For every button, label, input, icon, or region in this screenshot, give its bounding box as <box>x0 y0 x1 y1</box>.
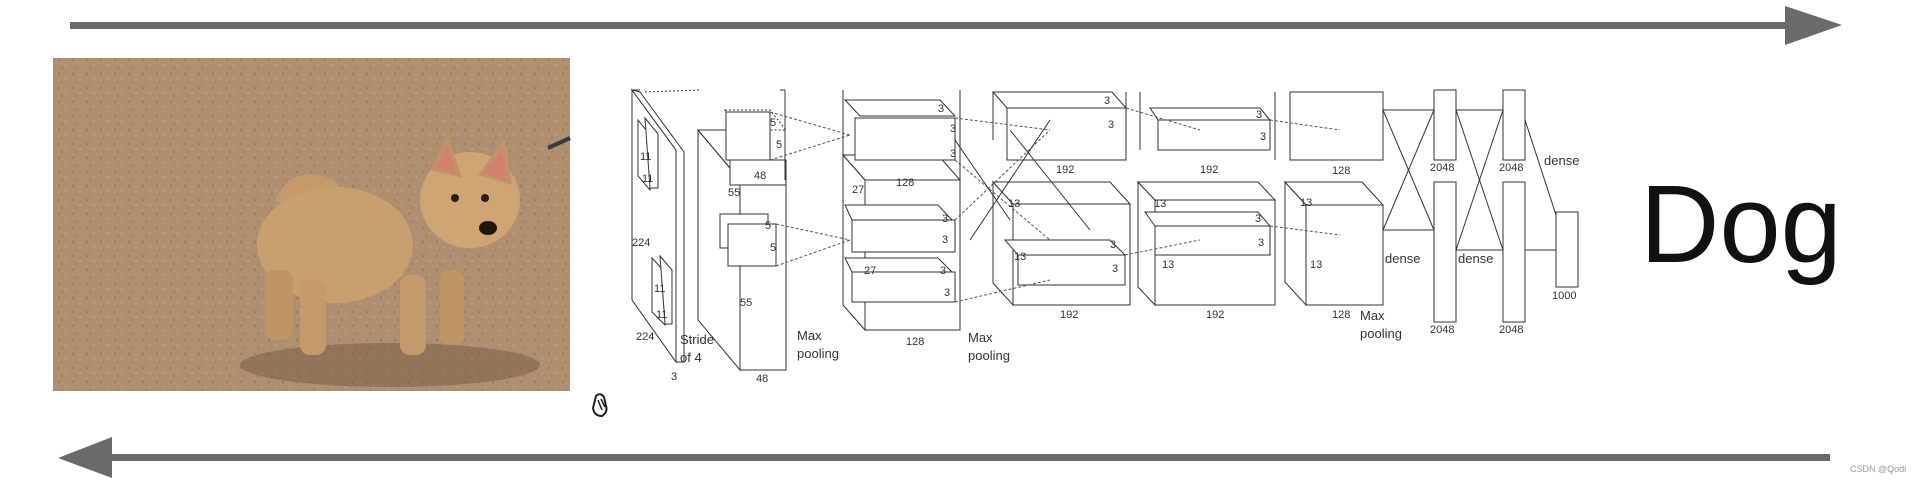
conv5-depth-label: 128 <box>1332 309 1350 321</box>
pool1-label: pooling <box>797 346 839 361</box>
pool2-label: Max <box>968 330 993 345</box>
stride-label: Stride <box>680 332 714 347</box>
conv3-volume <box>991 91 1132 307</box>
conv4-kernel-label: 3 <box>1260 131 1266 143</box>
pool2-label: pooling <box>968 348 1010 363</box>
conv2-kernel-label: 3 <box>950 123 956 135</box>
conv5-depth-label: 128 <box>1332 165 1350 177</box>
conv4-kernel-label: 3 <box>1256 109 1262 121</box>
conv3-size-label: 13 <box>1014 251 1026 263</box>
dog-photo <box>53 58 571 391</box>
conv5-size-label: 13 <box>1300 197 1312 209</box>
input-volume <box>630 88 701 364</box>
input-size-label: 224 <box>636 331 654 343</box>
conv4-volume <box>1136 92 1277 307</box>
fc1-units-label: 2048 <box>1430 162 1454 174</box>
conv3-kernel-label: 3 <box>1110 239 1116 251</box>
fc1-units-label: 2048 <box>1430 324 1454 336</box>
conv4-size-label: 13 <box>1154 198 1166 210</box>
conv2-kernel-label: 3 <box>944 287 950 299</box>
conv1-size-label: 55 <box>728 187 740 199</box>
connection-lines <box>769 107 1341 303</box>
conv5-size-label: 13 <box>1310 259 1322 271</box>
fc2-dense-label: dense <box>1458 251 1493 266</box>
fc2-columns <box>1502 89 1526 323</box>
pool3-label: Max <box>1360 308 1385 323</box>
input-kernel-label: 11 <box>656 309 667 321</box>
conv2-size-label: 27 <box>864 265 876 277</box>
input-channels-label: 3 <box>671 371 677 383</box>
fc3-units-label: 1000 <box>1552 290 1576 302</box>
diagram-labels: 11 11 224 11 11 224 3 Stride of 4 5 5 48… <box>632 95 1579 385</box>
conv4-kernel-label: 3 <box>1255 213 1261 225</box>
conv4-kernel-label: 3 <box>1258 237 1264 249</box>
conv1-kernel-label: 5 <box>776 139 782 151</box>
output-class-label: Dog <box>1640 163 1842 286</box>
pool3-label: pooling <box>1360 326 1402 341</box>
input-size-label: 224 <box>632 237 650 249</box>
conv4-depth-label: 192 <box>1206 309 1224 321</box>
conv3-size-label: 13 <box>1008 198 1020 210</box>
conv5-volume <box>1283 91 1385 307</box>
conv2-size-label: 27 <box>852 184 864 196</box>
fc1-dense-label: dense <box>1385 251 1420 266</box>
connection-lines-solid <box>954 109 1557 251</box>
conv2-kernel-label: 3 <box>942 234 948 246</box>
conv4-depth-label: 192 <box>1200 164 1218 176</box>
fc1-columns <box>1433 89 1457 323</box>
watermark: CSDN @Qodi <box>1850 464 1906 474</box>
alexnet-diagram <box>630 88 1579 372</box>
fc3-dense-label: dense <box>1544 153 1579 168</box>
fc2-units-label: 2048 <box>1499 162 1523 174</box>
stride-label: of 4 <box>680 350 702 365</box>
input-kernel-label: 11 <box>654 283 665 295</box>
backward-arrow <box>58 437 1830 478</box>
conv3-kernel-label: 3 <box>1112 263 1118 275</box>
conv1-size-label: 55 <box>740 297 752 309</box>
conv2-kernel-label: 3 <box>942 213 948 225</box>
conv1-kernel-label: 5 <box>770 242 776 254</box>
conv4-size-label: 13 <box>1162 259 1174 271</box>
conv1-kernel-label: 5 <box>770 117 776 129</box>
conv2-kernel-label: 3 <box>940 265 946 277</box>
conv1-depth-label: 48 <box>754 170 766 182</box>
input-kernel-label: 11 <box>640 151 651 163</box>
conv1-depth-label: 48 <box>756 373 768 385</box>
fc2-units-label: 2048 <box>1499 324 1523 336</box>
pool1-label: Max <box>797 328 822 343</box>
conv3-kernel-label: 3 <box>1108 119 1114 131</box>
conv2-volume <box>841 90 962 332</box>
conv3-kernel-label: 3 <box>1104 95 1110 107</box>
conv3-depth-label: 192 <box>1060 309 1078 321</box>
conv2-depth-label: 128 <box>906 336 924 348</box>
hand-cursor-icon <box>591 393 608 418</box>
fc3-column <box>1555 211 1579 288</box>
conv1-volume <box>696 89 788 372</box>
forward-arrow <box>70 6 1842 45</box>
input-kernel-label: 11 <box>642 173 653 185</box>
conv2-kernel-label: 3 <box>938 103 944 115</box>
conv2-depth-label: 128 <box>896 177 914 189</box>
conv1-kernel-label: 5 <box>765 220 771 232</box>
conv2-kernel-label: 3 <box>950 148 956 160</box>
conv3-depth-label: 192 <box>1056 164 1074 176</box>
